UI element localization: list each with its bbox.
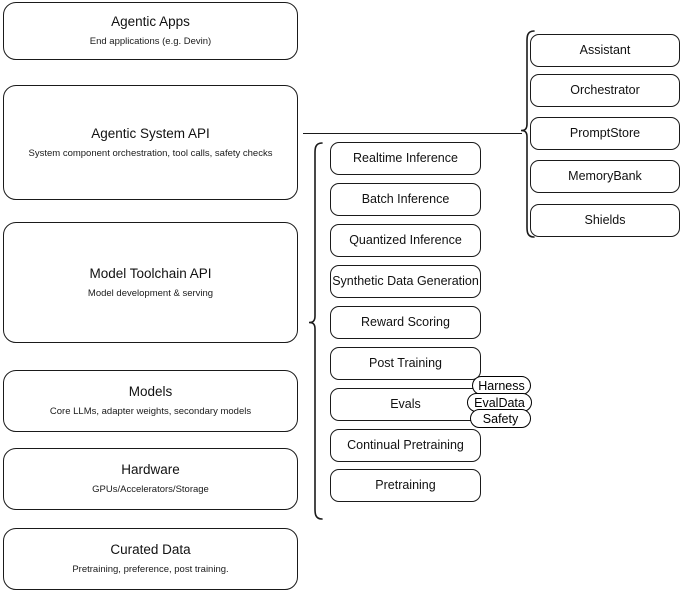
layer-box-agentic-apps[interactable]: Agentic Apps End applications (e.g. Devi… bbox=[3, 2, 298, 60]
toolchain-box-evals[interactable]: Evals bbox=[330, 388, 481, 421]
system-label: Shields bbox=[584, 212, 626, 227]
toolchain-label: Pretraining bbox=[375, 477, 436, 492]
toolchain-label: Realtime Inference bbox=[353, 150, 458, 165]
evals-badge-label: EvalData bbox=[474, 395, 525, 410]
layer-title: Hardware bbox=[121, 462, 180, 478]
layer-subtitle: Pretraining, preference, post training. bbox=[72, 564, 229, 575]
toolchain-label: Batch Inference bbox=[361, 191, 450, 206]
toolchain-label: Reward Scoring bbox=[361, 314, 450, 329]
layer-title: Agentic Apps bbox=[111, 14, 190, 30]
connector-system-api-to-components bbox=[303, 132, 522, 134]
layer-title: Agentic System API bbox=[91, 125, 210, 141]
system-label: PromptStore bbox=[569, 125, 641, 140]
system-box-promptstore[interactable]: PromptStore bbox=[530, 117, 680, 150]
system-box-assistant[interactable]: Assistant bbox=[530, 34, 680, 67]
evals-badge-safety[interactable]: Safety bbox=[470, 409, 531, 428]
layer-box-model-toolchain-api[interactable]: Model Toolchain API Model development & … bbox=[3, 222, 298, 343]
evals-badge-label: Harness bbox=[478, 378, 525, 393]
layer-subtitle: GPUs/Accelerators/Storage bbox=[92, 484, 209, 495]
layer-subtitle: End applications (e.g. Devin) bbox=[89, 36, 212, 47]
toolchain-box-synthetic-data-generation[interactable]: Synthetic Data Generation bbox=[330, 265, 481, 298]
bracket-toolchain bbox=[308, 142, 323, 520]
toolchain-box-pretraining[interactable]: Pretraining bbox=[330, 469, 481, 502]
layer-subtitle: Model development & serving bbox=[87, 287, 214, 299]
evals-badge-label: Safety bbox=[482, 411, 519, 426]
toolchain-box-reward-scoring[interactable]: Reward Scoring bbox=[330, 306, 481, 339]
system-label: Orchestrator bbox=[570, 82, 640, 97]
layer-subtitle: System component orchestration, tool cal… bbox=[28, 147, 273, 159]
toolchain-box-continual-pretraining[interactable]: Continual Pretraining bbox=[330, 429, 481, 462]
toolchain-box-realtime-inference[interactable]: Realtime Inference bbox=[330, 142, 481, 175]
bracket-system-components bbox=[520, 30, 535, 238]
system-box-shields[interactable]: Shields bbox=[530, 204, 680, 237]
toolchain-label: Quantized Inference bbox=[349, 232, 462, 247]
system-label: MemoryBank bbox=[568, 168, 642, 183]
toolchain-label: Post Training bbox=[369, 355, 442, 370]
system-label: Assistant bbox=[579, 42, 631, 57]
toolchain-label: Continual Pretraining bbox=[347, 437, 464, 452]
system-box-memorybank[interactable]: MemoryBank bbox=[530, 160, 680, 193]
layer-box-curated-data[interactable]: Curated Data Pretraining, preference, po… bbox=[3, 528, 298, 590]
toolchain-box-quantized-inference[interactable]: Quantized Inference bbox=[330, 224, 481, 257]
layer-box-models[interactable]: Models Core LLMs, adapter weights, secon… bbox=[3, 370, 298, 432]
system-box-orchestrator[interactable]: Orchestrator bbox=[530, 74, 680, 107]
toolchain-box-batch-inference[interactable]: Batch Inference bbox=[330, 183, 481, 216]
layer-title: Curated Data bbox=[110, 542, 191, 558]
toolchain-box-post-training[interactable]: Post Training bbox=[330, 347, 481, 380]
layer-box-agentic-system-api[interactable]: Agentic System API System component orch… bbox=[3, 85, 298, 200]
toolchain-label: Synthetic Data Generation bbox=[332, 273, 479, 288]
layer-title: Model Toolchain API bbox=[89, 265, 212, 281]
toolchain-label: Evals bbox=[390, 396, 421, 411]
layer-box-hardware[interactable]: Hardware GPUs/Accelerators/Storage bbox=[3, 448, 298, 510]
layer-title: Models bbox=[128, 384, 173, 400]
evals-badge-evaldata[interactable]: EvalData bbox=[467, 393, 532, 412]
layer-subtitle: Core LLMs, adapter weights, secondary mo… bbox=[49, 406, 252, 417]
